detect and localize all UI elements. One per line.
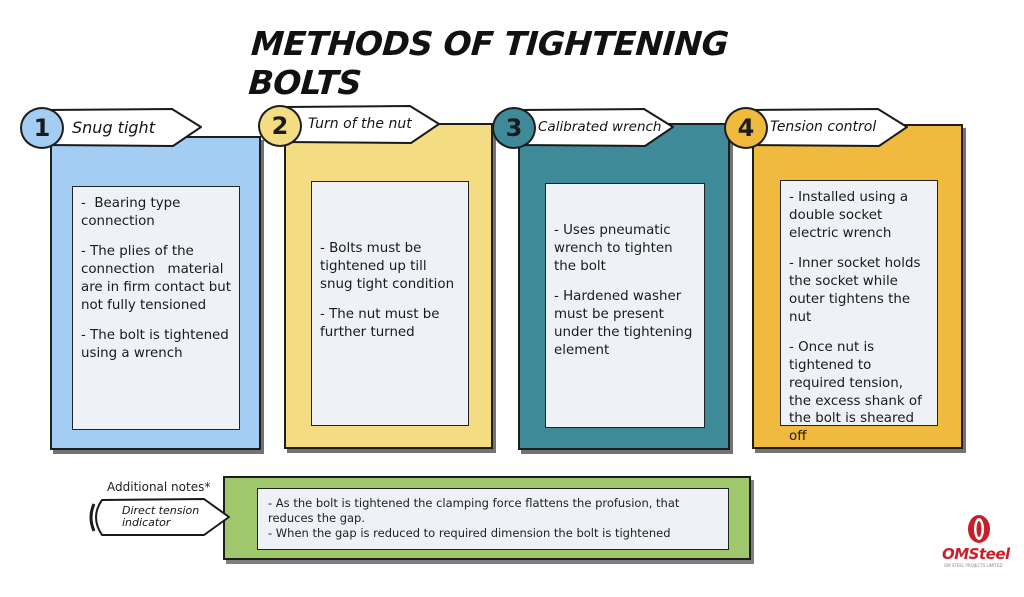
notes-line-2: - When the gap is reduced to required di… (268, 525, 671, 540)
method-3-point-1: - Uses pneumatic wrench to tighten the b… (554, 223, 677, 274)
method-3-point-2: - Hardened washer must be present under … (554, 288, 697, 358)
method-card-4-body: - Installed using a double socket electr… (780, 180, 938, 444)
method-card-1: - Bearing type connection - The plies of… (50, 136, 261, 450)
method-1-label: Snug tight (72, 117, 155, 137)
method-1-point-3: - The bolt is tightened using a wrench (81, 327, 234, 361)
method-2-number: 2 (258, 105, 302, 147)
method-3-number: 3 (492, 107, 536, 149)
method-1-point-2: - The plies of the connection material a… (81, 243, 236, 313)
method-1-point-1: - Bearing type connection (81, 196, 185, 229)
method-4-point-2: - Inner socket holds the socket while ou… (789, 255, 925, 325)
method-1-number: 1 (20, 107, 64, 149)
method-2-point-1: - Bolts must be tightened up till snug t… (320, 241, 455, 292)
method-2-tag: Turn of the nut (282, 103, 442, 145)
method-4-point-3: - Once nut is tightened to required tens… (789, 339, 927, 445)
brand-logo: OMSteel OM STEEL PROJECTS LIMITED (942, 513, 1012, 573)
notes-tag-label: Direct tension indicator (122, 504, 200, 529)
brand-tagline: OM STEEL PROJECTS LIMITED (944, 563, 1003, 568)
notes-box: - As the bolt is tightened the clamping … (223, 476, 751, 560)
method-card-3-body: - Uses pneumatic wrench to tighten the b… (545, 183, 705, 428)
method-card-1-body: - Bearing type connection - The plies of… (72, 186, 240, 430)
brand-name: OMSteel (942, 545, 1010, 563)
notes-heading: Additional notes* (107, 480, 211, 494)
method-1-tag: Snug tight (44, 106, 204, 148)
method-2-label: Turn of the nut (308, 116, 412, 132)
method-3-label: Calibrated wrench (538, 119, 662, 135)
brand-mark-icon (968, 515, 990, 543)
method-4-point-1: - Installed using a double socket electr… (789, 190, 913, 241)
method-4-tag: Tension control (750, 106, 910, 148)
method-3-tag: Calibrated wrench (516, 106, 676, 148)
method-card-3: - Uses pneumatic wrench to tighten the b… (518, 123, 730, 450)
notes-line-1: - As the bolt is tightened the clamping … (268, 496, 684, 525)
method-4-number: 4 (724, 107, 768, 149)
notes-body: - As the bolt is tightened the clamping … (257, 488, 729, 550)
method-2-point-2: - The nut must be further turned (320, 306, 444, 340)
method-4-label: Tension control (770, 119, 877, 135)
notes-tag: Direct tension indicator (86, 496, 232, 538)
page-title: METHODS OF TIGHTENING BOLTS (247, 24, 730, 102)
method-card-2: - Bolts must be tightened up till snug t… (284, 123, 493, 449)
method-card-4: - Installed using a double socket electr… (752, 124, 963, 449)
method-card-2-body: - Bolts must be tightened up till snug t… (311, 181, 469, 426)
